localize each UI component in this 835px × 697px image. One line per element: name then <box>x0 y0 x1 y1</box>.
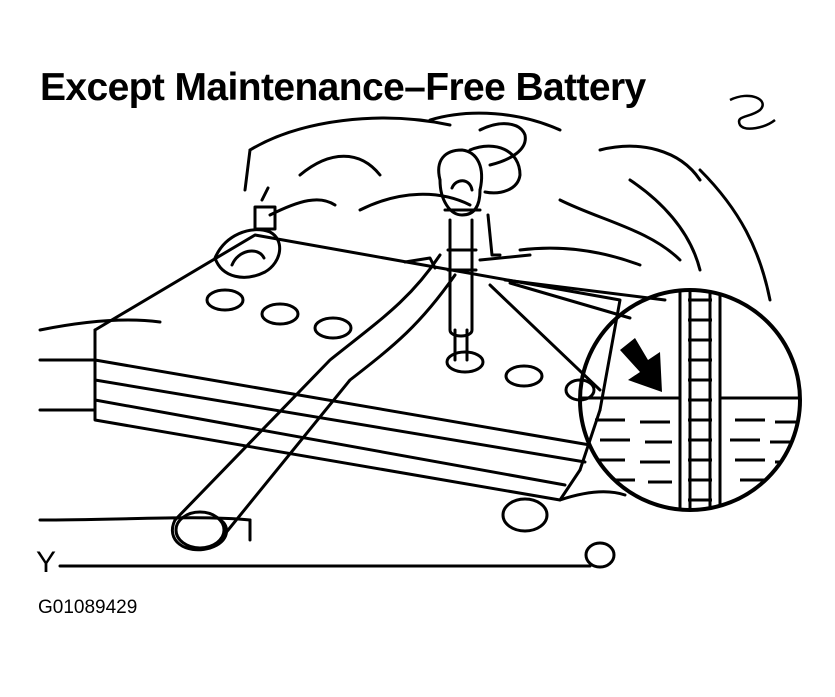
figure-title: Except Maintenance–Free Battery <box>40 66 646 109</box>
figure-code: G01089429 <box>38 597 138 618</box>
engine-compartment-background <box>40 113 770 540</box>
cell-cap <box>207 290 243 310</box>
cell-caps <box>207 290 594 400</box>
electrolyte-level-inset <box>575 270 810 550</box>
strap-end <box>176 512 224 548</box>
callout-letter-y: Y <box>36 546 57 579</box>
cell-cap <box>506 366 542 386</box>
handle-strap <box>172 255 455 550</box>
battery-mounts <box>503 492 625 567</box>
battery-terminal <box>215 188 335 277</box>
down-right-arrow-icon <box>620 338 662 392</box>
cell-cap-open <box>447 352 483 372</box>
cell-cap <box>315 318 351 338</box>
hydrometer <box>445 210 530 360</box>
orientation-mark <box>730 96 775 129</box>
hand <box>439 124 526 215</box>
cell-cap <box>262 304 298 324</box>
battery-case <box>95 235 620 500</box>
